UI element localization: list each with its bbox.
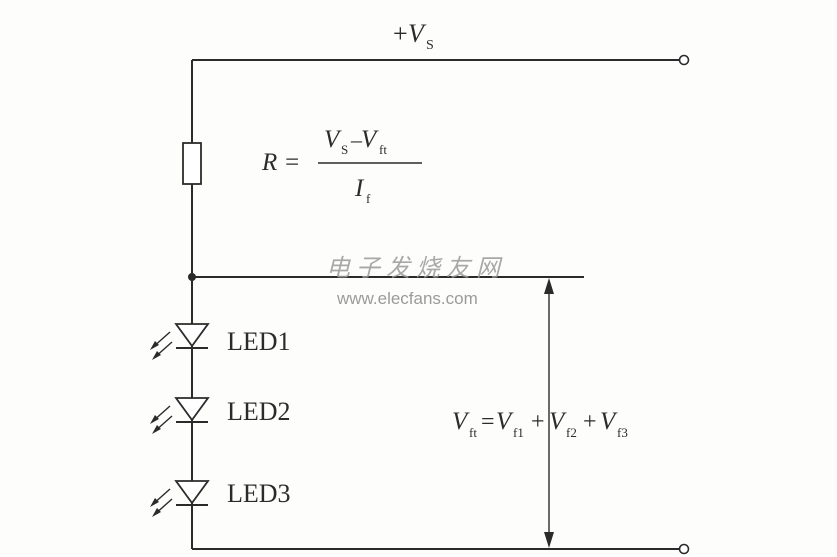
voltage-measure-arrow <box>544 278 554 548</box>
led2-label: LED2 <box>227 397 291 426</box>
formula-num-v1-sub: S <box>341 142 348 157</box>
voltage-sum-equation: V ft = V f1 + V f2 + V f3 <box>452 408 628 440</box>
led1-symbol <box>150 323 210 360</box>
formula-den: I <box>354 175 365 202</box>
resistor <box>182 142 202 185</box>
watermark-url: www.elecfans.com <box>336 289 478 308</box>
vsum-lhs: V <box>452 408 470 435</box>
vsum-t3-sub: f3 <box>617 425 628 440</box>
vsum-t3: V <box>600 408 618 435</box>
vsum-eq: = <box>481 409 495 435</box>
vsum-p2: + <box>583 409 597 435</box>
vsum-lhs-sub: ft <box>469 425 477 440</box>
formula-num-v1: V <box>324 126 342 153</box>
vsum-t1: V <box>496 408 514 435</box>
led1-label: LED1 <box>227 327 291 356</box>
ground-terminal <box>678 543 690 555</box>
led3-symbol <box>150 480 210 517</box>
supply-plus: + <box>393 19 408 48</box>
vsum-p1: + <box>531 409 545 435</box>
vsum-t2-sub: f2 <box>566 425 577 440</box>
led2-symbol <box>150 397 210 434</box>
watermark: 电子发烧友网 www.elecfans.com <box>326 254 506 308</box>
formula-den-sub: f <box>366 191 371 206</box>
vsum-t2: V <box>549 408 567 435</box>
formula-num-op: – <box>350 127 363 152</box>
formula-num-v2: V <box>361 126 379 153</box>
vsum-t1-sub: f1 <box>513 425 524 440</box>
formula-lhs: R = <box>261 149 300 176</box>
formula-num-v2-sub: ft <box>379 142 387 157</box>
led3-label: LED3 <box>227 479 291 508</box>
watermark-cn: 电子发烧友网 <box>326 254 506 282</box>
supply-terminal <box>678 54 690 66</box>
supply-subscript: S <box>426 38 434 53</box>
supply-symbol: V <box>408 19 427 48</box>
